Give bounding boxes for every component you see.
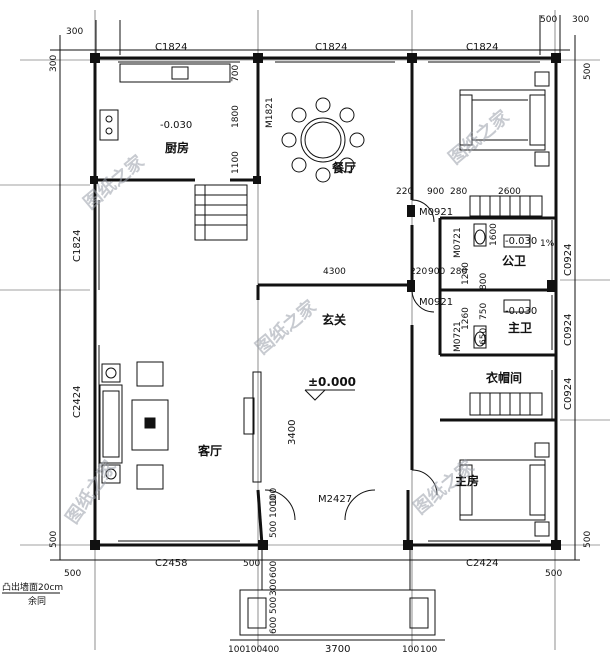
dim-300-top-left: 300 — [66, 27, 83, 37]
window-bottom-right: C2424 — [466, 558, 498, 569]
room-public-bath: 公卫 — [502, 254, 526, 268]
dim-kitchen-700: 700 — [231, 65, 241, 82]
door-main: M2427 — [318, 494, 352, 505]
watermark-4: 图纸之家 — [61, 455, 121, 527]
window-left-upper: C1824 — [72, 230, 83, 262]
dim-500-bottom-left: 500 — [64, 569, 81, 579]
dim-800: 800 — [479, 273, 489, 290]
tv-cabinet — [243, 371, 262, 483]
door-dining: M1821 — [265, 97, 275, 128]
dim-porch-100-3: 100 — [402, 645, 419, 655]
dim-500-left-bottom: 500 — [49, 531, 59, 548]
dim-220: 220 — [396, 187, 413, 197]
level-kitchen: -0.030 — [160, 120, 192, 131]
window-top-left: C1824 — [155, 42, 187, 53]
dim-porch-3700: 3700 — [325, 644, 350, 655]
dim-2600: 2600 — [498, 187, 521, 197]
exterior-walls — [93, 56, 558, 547]
watermark-3: 图纸之家 — [251, 295, 321, 359]
door-wc-lower: M0721 — [453, 321, 463, 352]
dim-750: 750 — [479, 303, 489, 320]
dim-porch-100-4: 100 — [420, 645, 437, 655]
dim-door-500: 500 — [269, 521, 279, 538]
room-living: 客厅 — [197, 443, 222, 458]
sofa-set — [99, 361, 169, 490]
dim-kitchen-1100: 1100 — [231, 151, 241, 174]
dim-porch-500: 500 — [269, 597, 279, 614]
level-master-bath: -0.030 — [505, 306, 537, 317]
dim-porch-100-2: 100 — [245, 645, 262, 655]
dim-500-top-right: 500 — [540, 15, 557, 25]
watermark-1: 图纸之家 — [79, 150, 149, 214]
door-swings — [264, 199, 438, 521]
dim-900-corr: 900 — [428, 267, 445, 277]
window-strips — [98, 61, 553, 542]
columns — [90, 53, 561, 550]
dimension-lines — [50, 15, 580, 641]
room-kitchen: 厨房 — [165, 140, 189, 155]
bath-fixtures — [473, 223, 531, 349]
stair — [194, 184, 248, 241]
slope-1pct: 1% — [540, 239, 555, 249]
bed-top — [459, 71, 550, 167]
door-wc-upper: M0721 — [453, 227, 463, 258]
room-dining: 餐厅 — [332, 160, 356, 175]
dim-650: 650 — [479, 328, 489, 345]
room-foyer: 玄关 — [322, 312, 346, 327]
room-master-bath: 主卫 — [508, 320, 532, 335]
window-top-mid: C1824 — [315, 42, 347, 53]
dim-1260: 1260 — [461, 307, 471, 330]
note-bay: 凸出墙面20cm — [2, 581, 63, 593]
porch — [239, 548, 436, 636]
dim-280-corr: 280 — [450, 267, 467, 277]
dim-280: 280 — [450, 187, 467, 197]
dim-500-right-bottom: 500 — [583, 531, 593, 548]
door-bath-lower: M0921 — [419, 297, 453, 308]
room-master-bedroom: 主房 — [455, 473, 479, 488]
note-bay-sub: 余同 — [28, 595, 46, 607]
dim-500-bottom-mid: 500 — [243, 559, 260, 569]
window-top-right: C1824 — [466, 42, 498, 53]
dim-1240: 1240 — [461, 262, 471, 285]
dim-door-100: 100 — [269, 488, 279, 505]
level-main: ±0.000 — [308, 375, 356, 389]
dim-porch-100-1: 100 — [228, 645, 245, 655]
window-right-3: C0924 — [563, 378, 574, 410]
window-right-1: C0924 — [563, 244, 574, 276]
window-bottom-left: C2458 — [155, 558, 187, 569]
wardrobes — [469, 195, 543, 416]
interior-walls — [95, 58, 556, 546]
window-right-2: C0924 — [563, 314, 574, 346]
door-bath-upper: M0921 — [419, 207, 453, 218]
dim-door-1000: 1000 — [269, 495, 279, 518]
dim-3400: 3400 — [287, 420, 298, 445]
window-left-lower: C2424 — [72, 386, 83, 418]
dim-500-bottom-right: 500 — [545, 569, 562, 579]
dim-porch-600: 600 — [269, 561, 279, 578]
dim-300-left: 300 — [49, 55, 59, 72]
level-marker — [304, 389, 355, 401]
kitchen-fixtures — [99, 63, 231, 141]
dim-1600: 1600 — [489, 223, 499, 246]
room-closet: 衣帽间 — [486, 370, 522, 385]
dim-4300: 4300 — [323, 267, 346, 277]
level-public-bath: -0.030 — [505, 236, 537, 247]
dim-kitchen-1800: 1800 — [231, 105, 241, 128]
dim-300-top-right: 300 — [572, 15, 589, 25]
watermark-2: 图纸之家 — [444, 105, 514, 169]
dim-220-corr: 220 — [410, 267, 427, 277]
dim-500-right-top: 500 — [583, 63, 593, 80]
dining-table — [281, 97, 365, 183]
dim-900: 900 — [427, 187, 444, 197]
dim-porch-300: 300 — [269, 579, 279, 596]
dim-porch-400: 400 — [262, 645, 279, 655]
dim-porch-600b: 600 — [269, 617, 279, 634]
bed-bottom — [459, 442, 550, 537]
